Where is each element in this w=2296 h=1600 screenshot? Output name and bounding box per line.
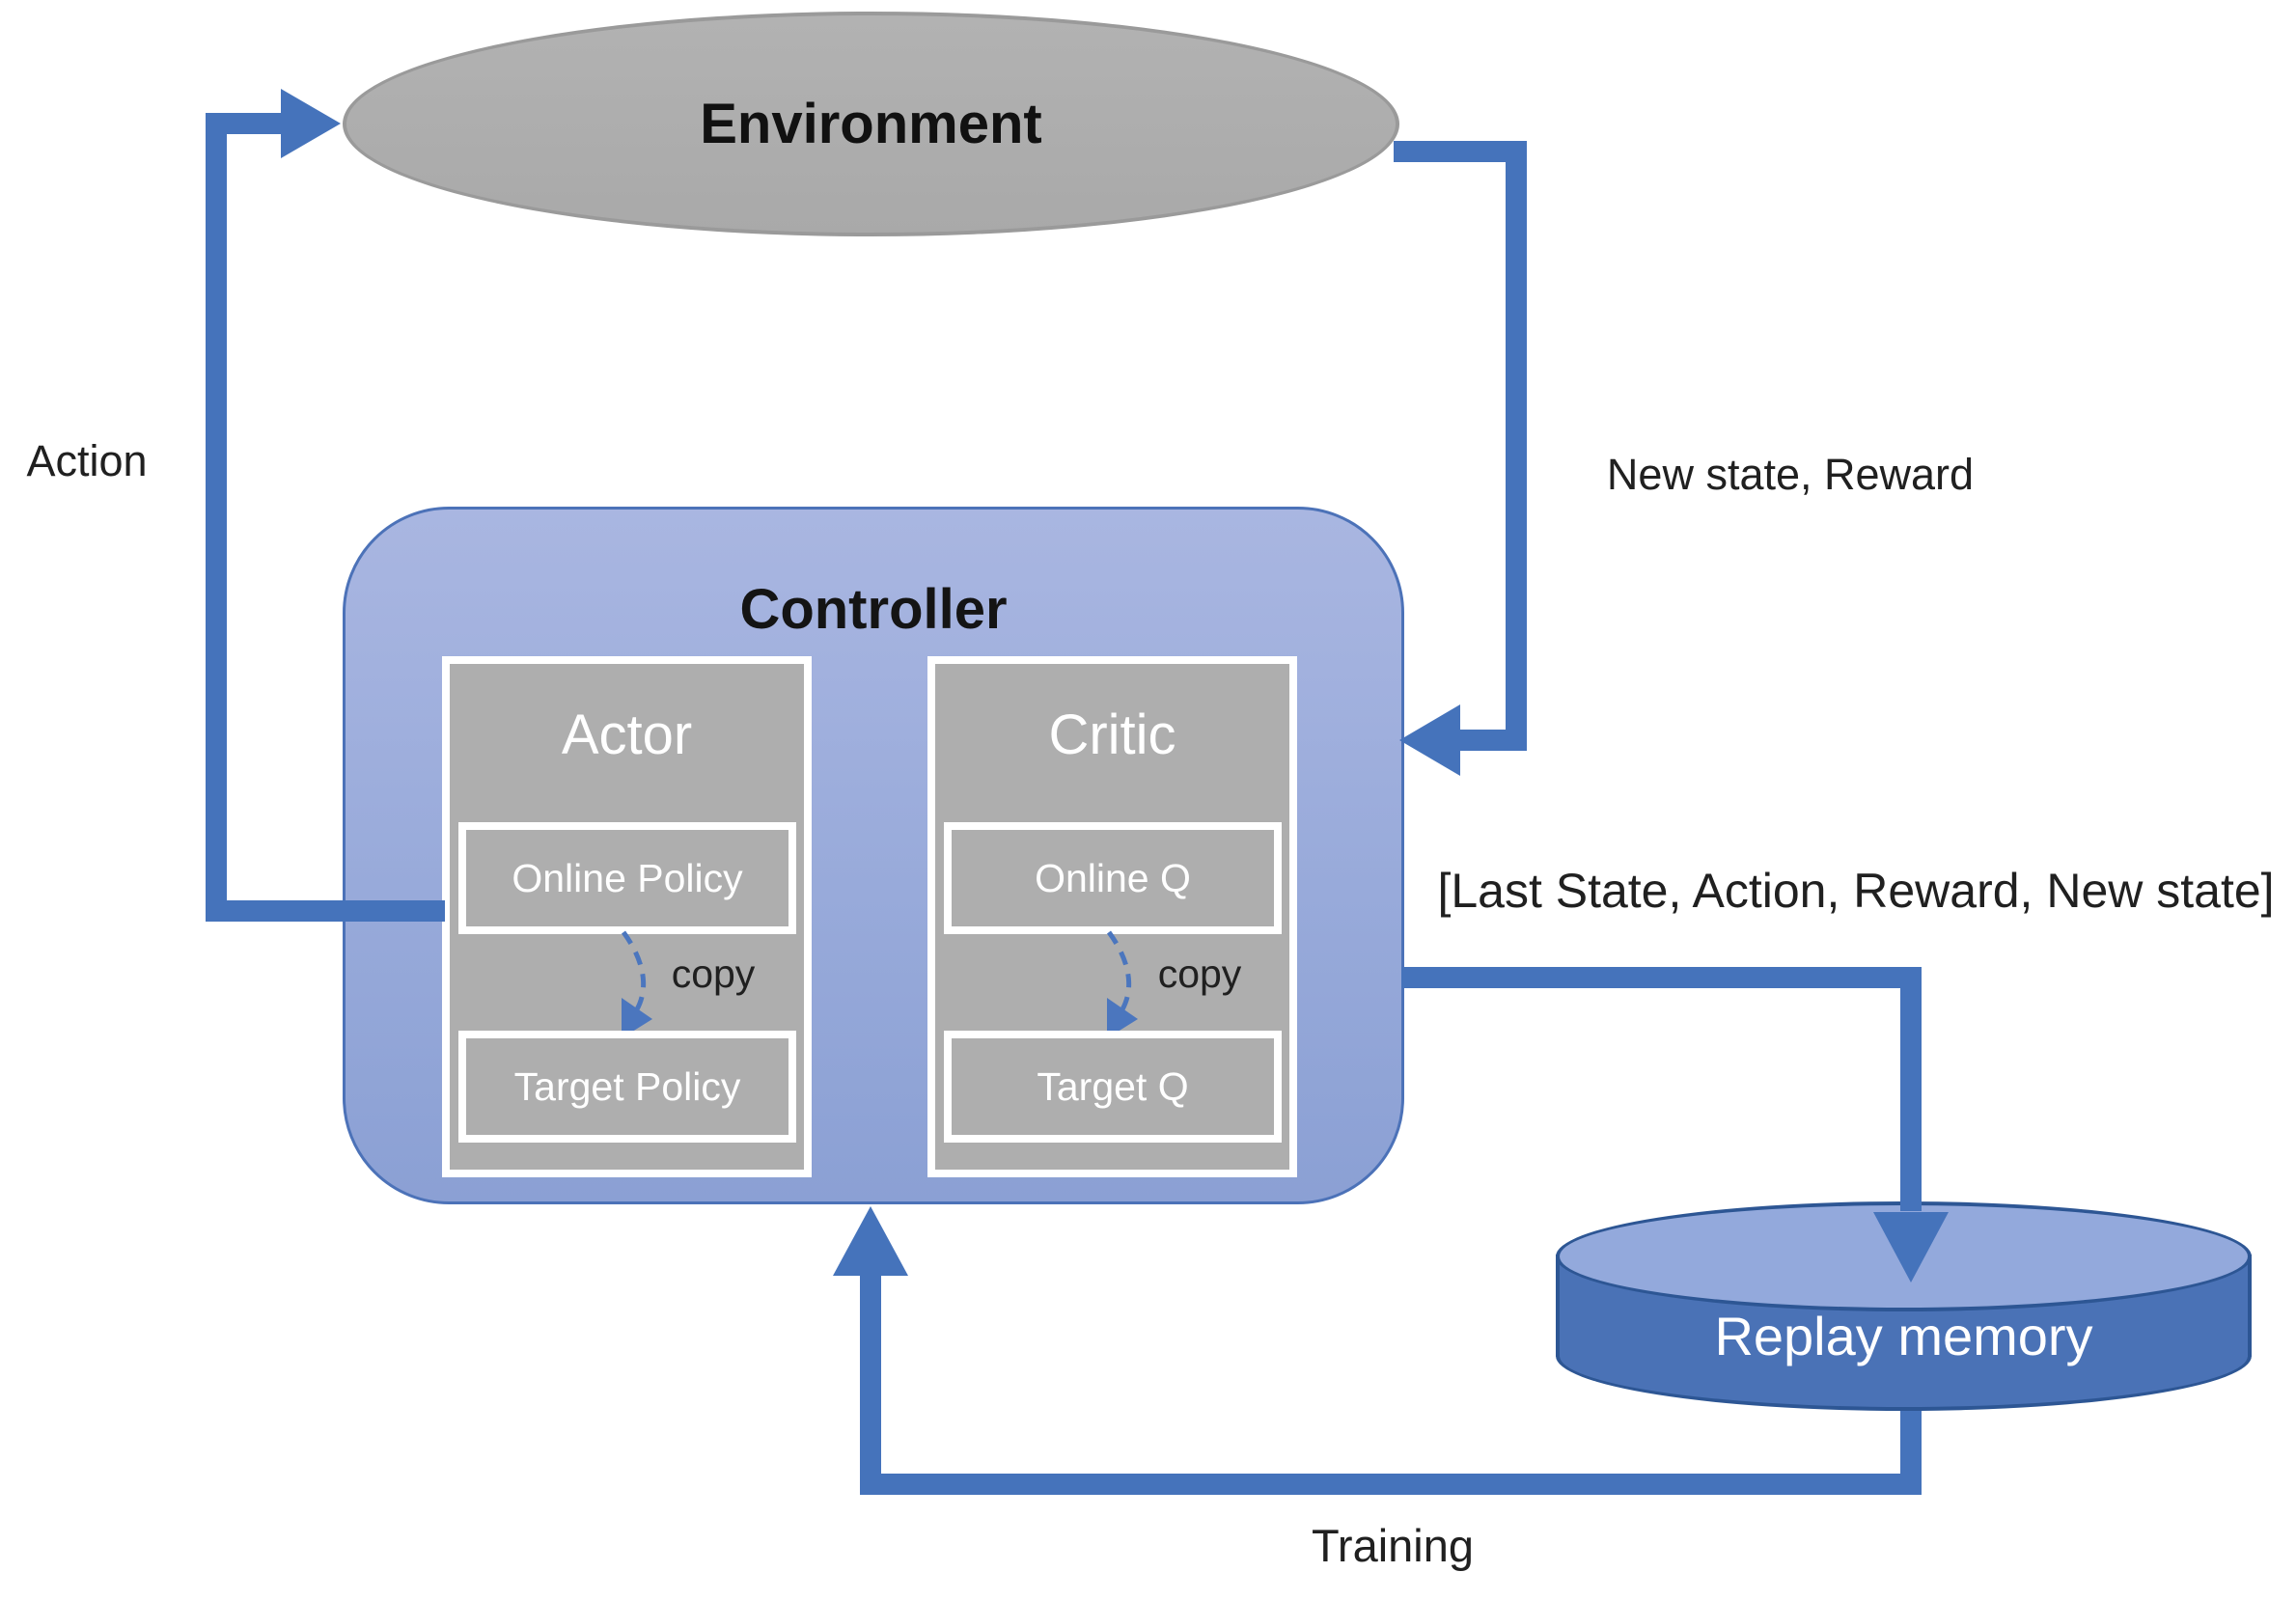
online-policy-box: Online Policy [458,822,796,934]
training-arrowhead-icon [833,1206,908,1276]
environment-label: Environment [700,93,1042,155]
training-arrow-right-vertical-segment [1900,1390,1922,1486]
environment-node: Environment [343,12,1399,236]
experience-tuple-label: [Last State, Action, Reward, New state] [1437,864,2275,918]
training-arrow-horizontal-segment [860,1474,1922,1495]
action-label: Action [26,436,148,485]
action-arrow-top-segment [206,113,283,134]
critic-label: Critic [1048,703,1176,766]
new-state-arrow-vertical-segment [1506,141,1527,751]
target-q-label: Target Q [1037,1063,1189,1109]
new-state-arrow-bottom-segment [1460,730,1527,751]
experience-arrow-horizontal-segment [1401,967,1922,988]
target-policy-label: Target Policy [513,1063,741,1109]
controller-label: Controller [739,578,1008,641]
target-q-box: Target Q [944,1031,1282,1143]
copy-arrow-actor [621,930,652,1038]
actor-copy-label: copy [671,952,756,996]
copy-arrow-critic [1106,930,1138,1038]
new-state-arrow-top-segment [1394,141,1527,162]
replay-memory-label: Replay memory [1714,1306,2093,1366]
target-policy-box: Target Policy [458,1031,796,1143]
action-arrowhead-icon [281,89,341,158]
action-arrow-bottom-segment [206,900,445,922]
training-label: Training [1311,1520,1475,1571]
critic-copy-label: copy [1157,952,1242,996]
online-q-box: Online Q [944,822,1282,934]
training-arrow-left-vertical-segment [860,1272,881,1484]
actor-label: Actor [561,703,693,766]
experience-arrowhead-icon [1873,1212,1949,1283]
online-policy-label: Online Policy [512,855,743,900]
new-state-arrowhead-icon [1399,704,1460,776]
online-q-label: Online Q [1035,855,1191,900]
experience-arrow-vertical-segment [1900,967,1922,1211]
action-arrow-vertical-segment [206,113,227,922]
new-state-reward-label: New state, Reward [1606,450,1975,499]
